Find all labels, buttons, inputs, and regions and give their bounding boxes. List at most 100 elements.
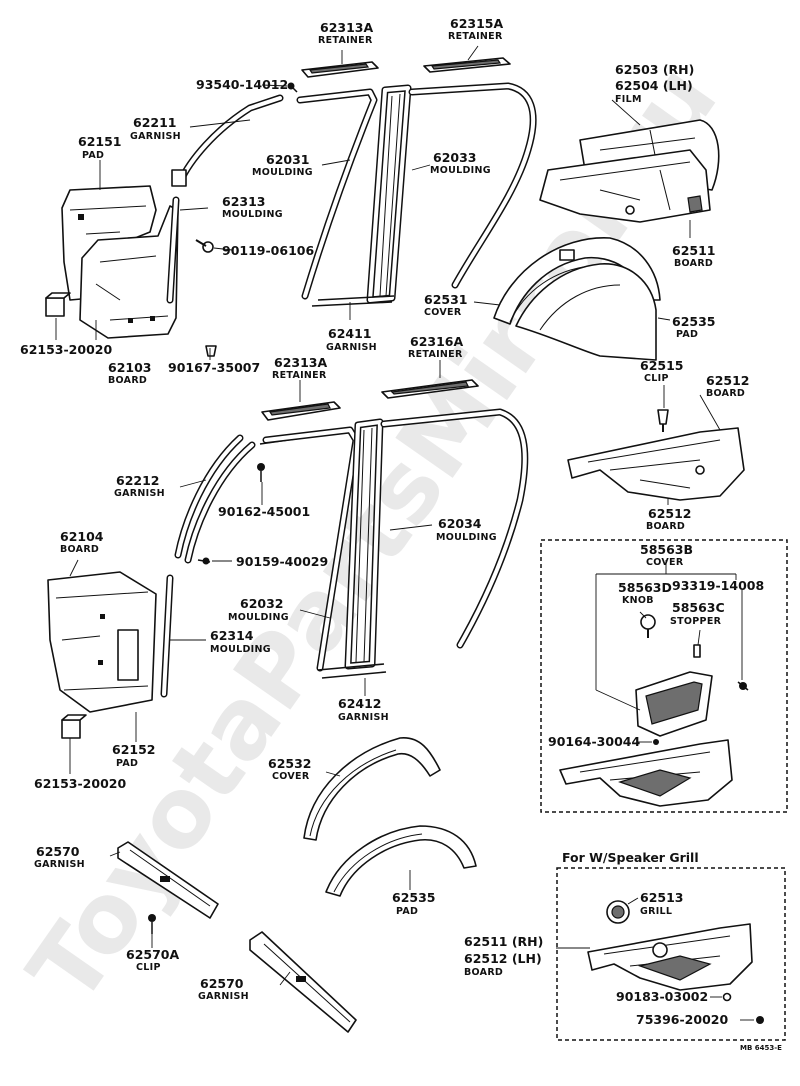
label-62570a-name: CLIP <box>136 962 161 973</box>
label-62532-num: 62532 <box>268 756 312 771</box>
label-62034-num: 62034 <box>438 516 482 531</box>
label-62504-num: 62504 (LH) <box>615 78 693 93</box>
label-62503: 62503 (RH) <box>615 62 694 77</box>
knob-58563d <box>640 614 656 638</box>
label-62411-name: GARNISH <box>326 342 377 353</box>
bolt-90119-06106 <box>195 239 214 253</box>
moulding-62031 <box>296 88 378 300</box>
board-62103 <box>79 205 179 339</box>
label-62033-name: MOULDING <box>430 165 491 176</box>
label-62211-num: 62211 <box>133 115 177 130</box>
leader-lines <box>55 45 754 1021</box>
label-62412-name: GARNISH <box>338 712 389 723</box>
label-62513-num: 62513 <box>640 890 684 905</box>
label-75396-20020: 75396-20020 <box>636 1012 728 1027</box>
labels: 62313A RETAINER 62315A RETAINER 93540-14… <box>20 16 782 1052</box>
label-62570-upper-name: GARNISH <box>34 859 85 870</box>
label-62151-num: 62151 <box>78 134 122 149</box>
label-62515-num: 62515 <box>640 358 684 373</box>
label-58563b-name: COVER <box>646 557 684 568</box>
label-62212-name: GARNISH <box>114 488 165 499</box>
cap-62153-upper <box>45 292 71 317</box>
clip-62570a <box>148 914 156 934</box>
moulding-62034 <box>380 408 529 649</box>
screw-93319-14008 <box>737 681 749 691</box>
label-62515-name: CLIP <box>644 373 669 384</box>
label-62512-mid-num: 62512 <box>706 373 750 388</box>
label-62313a-mid-num: 62313A <box>274 355 327 370</box>
retainer-62313a-mid <box>261 401 341 421</box>
label-62412-num: 62412 <box>338 696 382 711</box>
clip-90164-30044 <box>653 739 659 745</box>
label-62313-num: 62313 <box>222 194 266 209</box>
retainer-62315a-top <box>423 57 511 73</box>
label-62511-rh: 62511 (RH) <box>464 934 543 949</box>
label-62513-name: GRILL <box>640 906 672 917</box>
board-62512-in-box <box>559 739 733 807</box>
label-62313a-mid-name: RETAINER <box>272 370 327 381</box>
label-62512-box-num: 62512 <box>648 506 692 521</box>
label-62316a-num: 62316A <box>410 334 463 349</box>
label-90164-30044: 90164-30044 <box>548 734 640 749</box>
label-62511-upper-name: BOARD <box>674 258 713 269</box>
label-58563c-name: STOPPER <box>670 616 722 627</box>
label-62411-num: 62411 <box>328 326 372 341</box>
label-62511-upper-num: 62511 <box>672 243 716 258</box>
label-58563c-num: 58563C <box>672 600 725 615</box>
label-62316a-name: RETAINER <box>408 349 463 360</box>
cover-62532 <box>303 737 441 841</box>
label-62570-upper-num: 62570 <box>36 844 80 859</box>
pad-62535-upper <box>515 263 657 361</box>
label-group-note: For W/Speaker Grill <box>562 850 699 865</box>
label-62153-upper: 62153-20020 <box>20 342 112 357</box>
label-62531-name: COVER <box>424 307 462 318</box>
label-90167-35007: 90167-35007 <box>168 360 260 375</box>
label-62313a-top-name: RETAINER <box>318 35 373 46</box>
label-62152-num: 62152 <box>112 742 156 757</box>
garnish-62570-lower <box>249 931 357 1033</box>
retainer-62313a-top <box>301 61 379 78</box>
label-62535-lower-name: PAD <box>396 906 418 917</box>
label-58563d-num: 58563D <box>618 580 672 595</box>
label-62532-name: COVER <box>272 771 310 782</box>
label-93319-14008: 93319-14008 <box>672 578 764 593</box>
label-62151-name: PAD <box>82 150 104 161</box>
label-58563b-num: 58563B <box>640 542 693 557</box>
label-62314-name: MOULDING <box>210 644 271 655</box>
moulding-62313 <box>166 196 180 304</box>
label-62535-upper-name: PAD <box>676 329 698 340</box>
label-62033-num: 62033 <box>433 150 477 165</box>
clip-62515 <box>657 409 669 432</box>
label-90183-03002: 90183-03002 <box>616 989 708 1004</box>
label-62313a-top-num: 62313A <box>320 20 373 35</box>
label-62153-lower: 62153-20020 <box>34 776 126 791</box>
cap-62153-lower <box>61 714 87 739</box>
label-62032-num: 62032 <box>240 596 284 611</box>
clip-90162-45001 <box>257 463 265 482</box>
label-62032-name: MOULDING <box>228 612 289 623</box>
moulding-62314 <box>160 574 174 698</box>
label-62512-lh-name: BOARD <box>464 967 503 978</box>
label-62531-num: 62531 <box>424 292 468 307</box>
label-62512-mid-name: BOARD <box>706 388 745 399</box>
label-58563d-name: KNOB <box>622 595 654 606</box>
label-62034-name: MOULDING <box>436 532 497 543</box>
stopper-58563c <box>693 644 701 658</box>
garnish-62211 <box>171 94 284 187</box>
grill-62513 <box>606 900 630 924</box>
label-62212-num: 62212 <box>116 473 160 488</box>
label-62103-name: BOARD <box>108 375 147 386</box>
label-62031-name: MOULDING <box>252 167 313 178</box>
clip-90159-40029 <box>197 557 211 565</box>
retainer-62316a <box>381 379 479 399</box>
label-62104-name: BOARD <box>60 544 99 555</box>
label-62570-lower-num: 62570 <box>200 976 244 991</box>
label-62512-lh-num: 62512 (LH) <box>464 951 542 966</box>
label-62535-upper-num: 62535 <box>672 314 716 329</box>
board-62511-upper <box>539 149 711 223</box>
label-62535-lower-num: 62535 <box>392 890 436 905</box>
label-62570-lower-name: GARNISH <box>198 991 249 1002</box>
label-90159-40029: 90159-40029 <box>236 554 328 569</box>
screw-93540-14012 <box>287 82 298 93</box>
label-62313-name: MOULDING <box>222 209 283 220</box>
